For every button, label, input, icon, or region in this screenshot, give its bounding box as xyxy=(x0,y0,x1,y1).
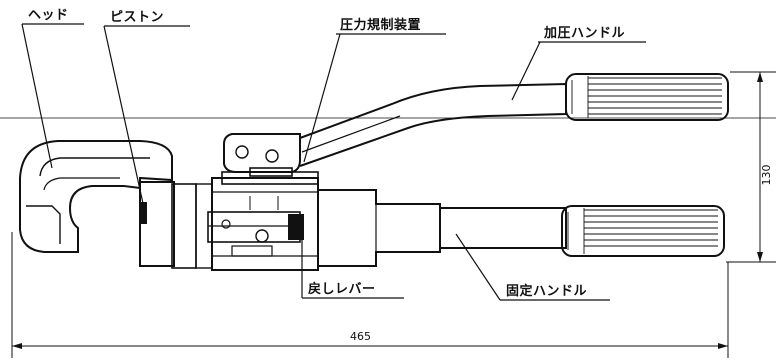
label-pressure-handle: 加圧ハンドル xyxy=(543,26,625,41)
reservoir-tube xyxy=(318,189,567,267)
piston-block xyxy=(139,181,213,269)
dimension-lines xyxy=(11,71,776,358)
body-cylinder xyxy=(207,177,319,271)
dim-overall-length: 465 xyxy=(350,330,371,343)
label-return-lever: 戻しレバー xyxy=(307,281,376,297)
pressure-handle-leader xyxy=(511,41,541,101)
label-fixed-handle: 固定ハンドル xyxy=(506,283,587,299)
pressure-handle-grip xyxy=(565,73,729,121)
fixed-handle-grip xyxy=(561,205,725,257)
fixed-handle-leader xyxy=(455,233,501,301)
pressure-handle-arm xyxy=(299,82,567,167)
label-piston: ピストン xyxy=(110,10,164,25)
pressure-device-leader xyxy=(303,33,341,163)
pressure-regulating-device xyxy=(221,133,319,185)
head-leader xyxy=(21,23,53,169)
dim-height: 130 xyxy=(760,165,773,186)
leader-lines xyxy=(21,23,646,301)
label-pressure-device: 圧力規制装置 xyxy=(340,17,421,33)
piston-leader xyxy=(103,25,145,209)
label-head: ヘッド xyxy=(28,8,69,23)
head-jaw xyxy=(19,140,173,253)
